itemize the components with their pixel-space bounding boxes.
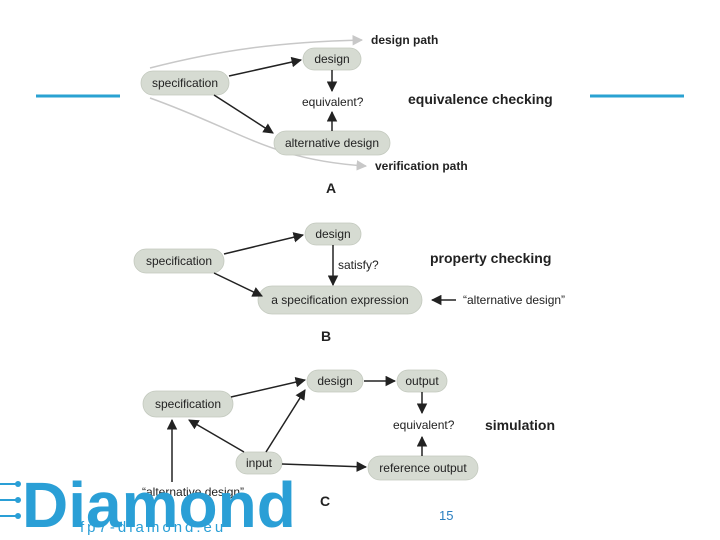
diamond-logo: Diamond fp7-diamond.eu <box>0 469 296 540</box>
a-title: equivalence checking <box>408 91 553 107</box>
footer: Diamond fp7-diamond.eu 15 <box>0 469 453 540</box>
svg-text:specification: specification <box>155 397 221 411</box>
c-reference-output-node: reference output <box>367 455 479 481</box>
a-equivalent-label: equivalent? <box>302 95 364 109</box>
svg-text:design: design <box>314 52 349 66</box>
a-specification-node: specification <box>140 70 230 96</box>
c-design-node: design <box>306 369 364 393</box>
c-letter: C <box>320 493 330 509</box>
c-arrow-input-ref <box>281 461 368 472</box>
svg-text:input: input <box>246 456 273 470</box>
svg-text:a specification expression: a specification expression <box>271 293 408 307</box>
c-input-node: input <box>235 451 283 475</box>
a-design-node: design <box>302 47 362 71</box>
design-path-curve <box>149 34 364 69</box>
diagram-a: design path verification path specificat… <box>140 33 553 196</box>
svg-text:design: design <box>315 227 350 241</box>
b-alt-design-label: “alternative design” <box>463 293 565 307</box>
c-arrow-input-design <box>265 389 306 453</box>
svg-text:alternative design: alternative design <box>285 136 379 150</box>
svg-text:specification: specification <box>152 76 218 90</box>
diagram-c: specification design output input refere… <box>142 369 555 509</box>
c-arrow-spec-design <box>230 376 307 398</box>
c-alt-design-label: “alternative design” <box>142 485 244 499</box>
svg-text:reference output: reference output <box>379 461 467 475</box>
diagram-b: specification design a specification exp… <box>133 222 565 344</box>
a-arrow-spec-design <box>228 56 303 77</box>
svg-text:design: design <box>317 374 352 388</box>
logo-text: Diamond <box>22 469 296 540</box>
b-arrow-spec-design <box>223 232 305 255</box>
b-design-node: design <box>304 222 362 246</box>
verification-path-label: verification path <box>375 159 468 173</box>
b-spec-expression-node: a specification expression <box>257 285 423 315</box>
svg-text:output: output <box>405 374 439 388</box>
c-equivalent-label: equivalent? <box>393 418 455 432</box>
b-specification-node: specification <box>133 248 225 274</box>
svg-text:specification: specification <box>146 254 212 268</box>
c-specification-node: specification <box>142 390 234 418</box>
a-alternative-design-node: alternative design <box>273 130 391 156</box>
a-arrow-spec-alt <box>213 94 274 134</box>
b-satisfy-label: satisfy? <box>338 258 379 272</box>
b-letter: B <box>321 328 331 344</box>
design-path-label: design path <box>371 33 438 47</box>
b-title: property checking <box>430 250 551 266</box>
c-arrow-input-spec <box>188 419 245 453</box>
logo-subtext: fp7-diamond.eu <box>80 519 226 536</box>
verification-path-curve <box>149 97 368 171</box>
a-letter: A <box>326 180 336 196</box>
c-title: simulation <box>485 417 555 433</box>
b-arrow-spec-expr <box>213 272 263 297</box>
page-number: 15 <box>439 508 453 523</box>
c-output-node: output <box>396 369 448 393</box>
